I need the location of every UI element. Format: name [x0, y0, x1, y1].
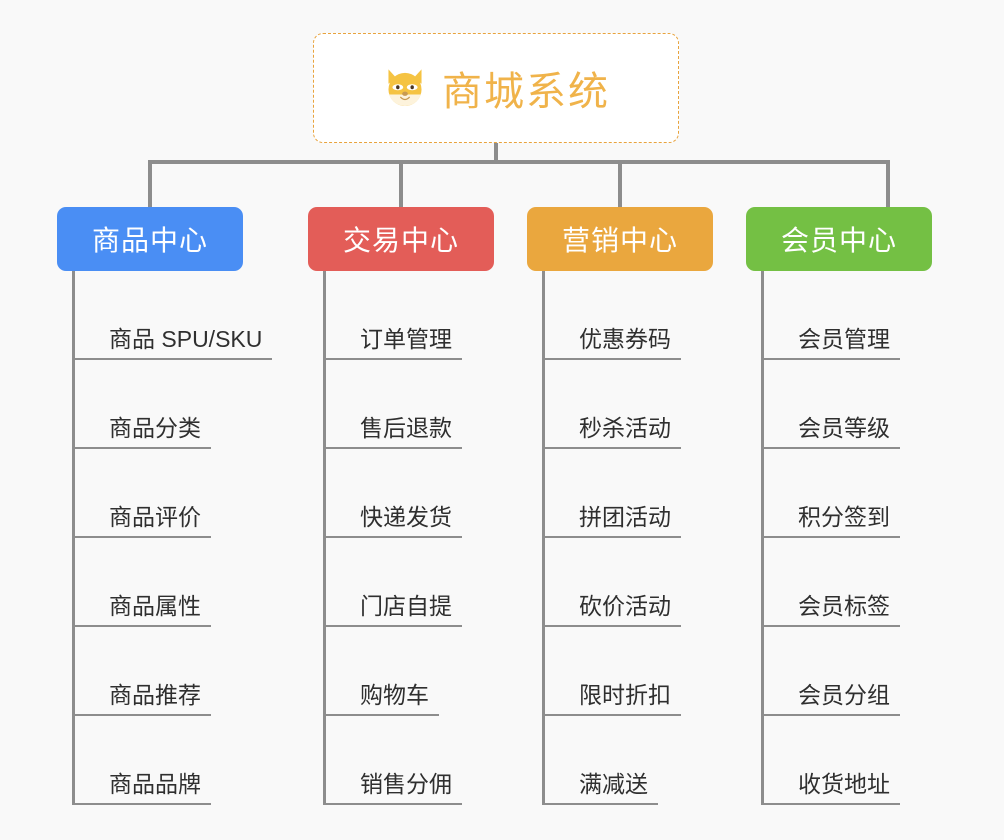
connector-drop-1 — [148, 160, 152, 208]
leaf-item-label: 会员管理 — [764, 326, 900, 360]
leaf-item-label: 销售分佣 — [326, 771, 462, 805]
leaf-item[interactable]: 会员分组 — [764, 627, 932, 716]
leaf-item-label: 会员标签 — [764, 593, 900, 627]
leaf-item[interactable]: 销售分佣 — [326, 716, 494, 805]
leaf-stack-trade-center: 订单管理售后退款快递发货门店自提购物车销售分佣 — [323, 271, 494, 805]
leaf-item[interactable]: 拼团活动 — [545, 449, 713, 538]
root-title: 商城系统 — [442, 70, 610, 114]
leaf-item-label: 商品分类 — [75, 415, 211, 449]
leaf-item[interactable]: 商品属性 — [75, 538, 243, 627]
leaf-item[interactable]: 订单管理 — [326, 271, 494, 360]
leaf-item[interactable]: 收货地址 — [764, 716, 932, 805]
leaf-item-label: 购物车 — [326, 682, 439, 716]
leaf-item[interactable]: 门店自提 — [326, 538, 494, 627]
leaf-item-label: 满减送 — [545, 771, 658, 805]
connector-bus — [148, 160, 890, 164]
category-box-product-center[interactable]: 商品中心 — [57, 207, 243, 271]
branch-column-member-center: 会员中心会员管理会员等级积分签到会员标签会员分组收货地址 — [746, 207, 932, 805]
leaf-item-label: 门店自提 — [326, 593, 462, 627]
leaf-item[interactable]: 优惠券码 — [545, 271, 713, 360]
leaf-item-label: 砍价活动 — [545, 593, 681, 627]
leaf-item-label: 订单管理 — [326, 326, 462, 360]
leaf-item[interactable]: 商品品牌 — [75, 716, 243, 805]
leaf-item-label: 商品品牌 — [75, 771, 211, 805]
leaf-item[interactable]: 会员标签 — [764, 538, 932, 627]
leaf-item-label: 商品评价 — [75, 504, 211, 538]
leaf-item-label: 积分签到 — [764, 504, 900, 538]
leaf-item-label: 商品属性 — [75, 593, 211, 627]
shiba-dog-face-icon — [382, 65, 428, 111]
category-label: 商品中心 — [91, 225, 208, 256]
leaf-item-label: 商品 SPU/SKU — [75, 326, 273, 360]
leaf-item[interactable]: 售后退款 — [326, 360, 494, 449]
category-box-marketing-center[interactable]: 营销中心 — [527, 207, 713, 271]
category-label: 会员中心 — [780, 225, 897, 256]
leaf-item[interactable]: 快递发货 — [326, 449, 494, 538]
leaf-item-label: 秒杀活动 — [545, 415, 681, 449]
leaf-item-label: 收货地址 — [764, 771, 900, 805]
leaf-stack-product-center: 商品 SPU/SKU 商品分类商品评价商品属性商品推荐商品品牌 — [72, 271, 273, 805]
connector-root-stem — [494, 143, 498, 163]
leaf-item[interactable]: 砍价活动 — [545, 538, 713, 627]
root-node[interactable]: 商城系统 — [313, 33, 679, 143]
branch-column-trade-center: 交易中心订单管理售后退款快递发货门店自提购物车销售分佣 — [308, 207, 494, 805]
category-label: 营销中心 — [561, 225, 678, 256]
category-label: 交易中心 — [342, 225, 459, 256]
leaf-item[interactable]: 会员管理 — [764, 271, 932, 360]
leaf-item-label: 售后退款 — [326, 415, 462, 449]
leaf-item[interactable]: 会员等级 — [764, 360, 932, 449]
leaf-item-label: 会员等级 — [764, 415, 900, 449]
leaf-item-label: 限时折扣 — [545, 682, 681, 716]
category-box-member-center[interactable]: 会员中心 — [746, 207, 932, 271]
connector-drop-2 — [399, 160, 403, 208]
leaf-item[interactable]: 商品评价 — [75, 449, 243, 538]
leaf-item[interactable]: 商品分类 — [75, 360, 243, 449]
branch-column-product-center: 商品中心商品 SPU/SKU 商品分类商品评价商品属性商品推荐商品品牌 — [57, 207, 273, 805]
connector-drop-4 — [886, 160, 890, 208]
leaf-item[interactable]: 限时折扣 — [545, 627, 713, 716]
leaf-item[interactable]: 积分签到 — [764, 449, 932, 538]
leaf-item[interactable]: 商品 SPU/SKU — [75, 271, 273, 360]
leaf-item-label: 快递发货 — [326, 504, 462, 538]
leaf-item-label: 拼团活动 — [545, 504, 681, 538]
leaf-stack-marketing-center: 优惠券码秒杀活动拼团活动砍价活动限时折扣满减送 — [542, 271, 713, 805]
leaf-item[interactable]: 秒杀活动 — [545, 360, 713, 449]
leaf-item[interactable]: 商品推荐 — [75, 627, 243, 716]
leaf-item[interactable]: 满减送 — [545, 716, 713, 805]
leaf-item-label: 会员分组 — [764, 682, 900, 716]
leaf-item[interactable]: 购物车 — [326, 627, 494, 716]
branch-column-marketing-center: 营销中心优惠券码秒杀活动拼团活动砍价活动限时折扣满减送 — [527, 207, 713, 805]
leaf-item-label: 优惠券码 — [545, 326, 681, 360]
leaf-stack-member-center: 会员管理会员等级积分签到会员标签会员分组收货地址 — [761, 271, 932, 805]
connector-drop-3 — [618, 160, 622, 208]
category-box-trade-center[interactable]: 交易中心 — [308, 207, 494, 271]
leaf-item-label: 商品推荐 — [75, 682, 211, 716]
